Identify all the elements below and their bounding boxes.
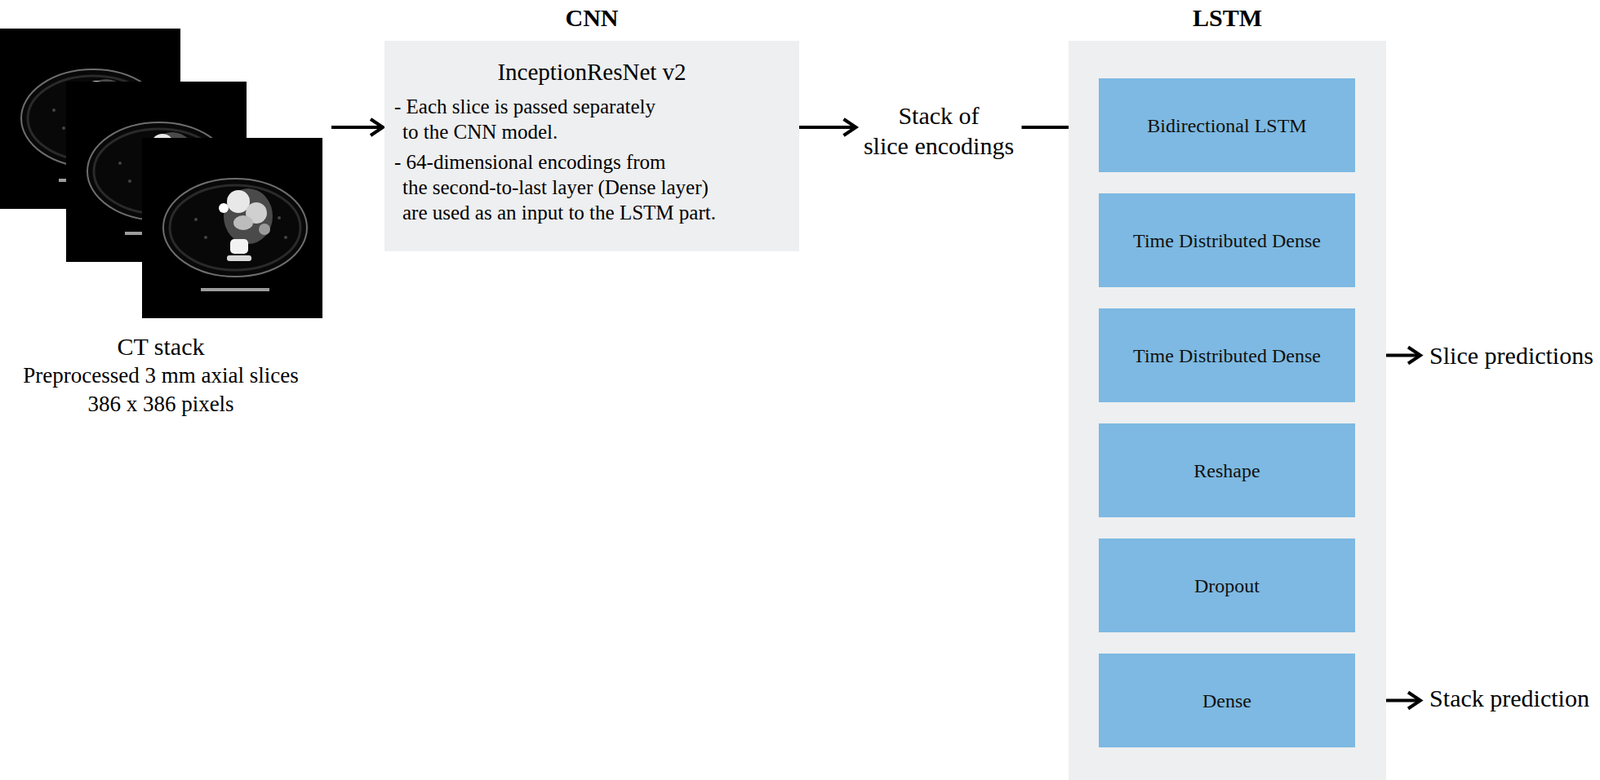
section-title: CNN xyxy=(384,3,800,33)
layer-box: Time Distributed Dense xyxy=(1098,193,1356,288)
model-panel: LSTMBidirectional LSTMTime Distributed D… xyxy=(1068,40,1387,780)
image-stack-group: CT stackPreprocessed 3 mm axial slices 3… xyxy=(0,28,322,421)
layer-name: Dropout xyxy=(1194,573,1260,599)
section-title: LSTM xyxy=(1068,3,1387,33)
arrow-shaft xyxy=(331,125,381,129)
layer-box: Dense xyxy=(1098,653,1356,748)
layer-box: Reshape xyxy=(1098,423,1356,518)
layer-box: Dropout xyxy=(1098,538,1356,633)
flow-text: Stack of slice encodings xyxy=(862,100,1016,161)
layer-name: Time Distributed Dense xyxy=(1133,228,1321,254)
layer-box: Bidirectional LSTM xyxy=(1098,78,1356,173)
layer-name: Reshape xyxy=(1193,458,1260,484)
arrow-head xyxy=(1408,347,1421,365)
flow-label: Stack of slice encodings xyxy=(862,100,1016,161)
stack-description: Preprocessed 3 mm axial slices 386 x 386… xyxy=(0,361,322,419)
flow-text: Slice predictions xyxy=(1428,340,1595,371)
layer-name: Time Distributed Dense xyxy=(1133,343,1321,369)
flow-arrow xyxy=(799,119,857,136)
caption-block: CT stackPreprocessed 3 mm axial slices 3… xyxy=(0,332,322,419)
arrow-shaft xyxy=(799,125,854,129)
bullet-note: - 64-dimensional encodings from the seco… xyxy=(394,149,790,226)
model-name: InceptionResNet v2 xyxy=(394,57,790,87)
layer-name: Bidirectional LSTM xyxy=(1146,113,1307,138)
arrow-head xyxy=(370,119,383,136)
flow-arrow xyxy=(331,119,383,136)
arrow-head xyxy=(1408,693,1421,710)
layer-box: Time Distributed Dense xyxy=(1098,308,1356,403)
flow-label: Slice predictions xyxy=(1428,340,1595,371)
stack-title: CT stack xyxy=(0,332,322,362)
layer-name: Dense xyxy=(1202,688,1252,714)
flow-text: Stack prediction xyxy=(1428,683,1591,714)
model-panel: CNNInceptionResNet v2- Each slice is pas… xyxy=(384,40,800,252)
ct-slice xyxy=(142,137,323,319)
arrow-head xyxy=(844,119,857,136)
bullet-note: - Each slice is passed separately to the… xyxy=(394,93,790,145)
flow-label: Stack prediction xyxy=(1428,683,1591,714)
